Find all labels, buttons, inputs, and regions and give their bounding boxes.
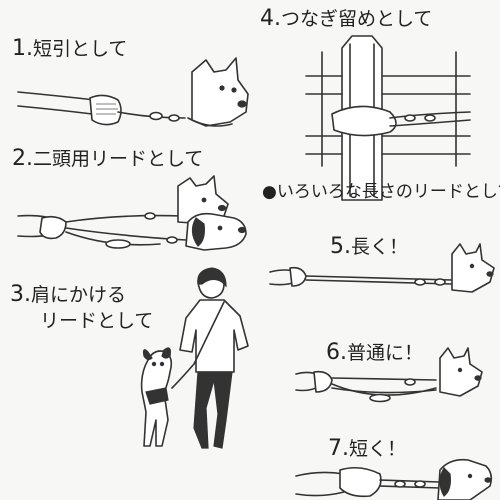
long-lead-illustration xyxy=(269,243,495,293)
section-2-text: 二頭用リードとして xyxy=(33,148,204,170)
section-5-heading: 5.長く！ xyxy=(330,236,408,258)
section-7-heading: 7.短く！ xyxy=(328,438,406,460)
section-6-heading: 6.普通に！ xyxy=(326,342,423,364)
section-5-text: 長く！ xyxy=(351,236,409,258)
section-3-number: 3. xyxy=(10,282,31,307)
section-4-heading: 4.つなぎ留めとして xyxy=(260,8,432,30)
section-6-text: 普通に！ xyxy=(347,342,424,364)
section-variable-text: いろいろな長さのリードとして xyxy=(276,182,500,202)
section-7-text: 短く！ xyxy=(349,438,407,460)
normal-lead-illustration xyxy=(295,347,483,403)
shoulder-lead-illustration xyxy=(140,267,249,449)
section-3-text: 肩にかける xyxy=(31,284,127,306)
fence-post-illustration xyxy=(305,35,471,201)
section-2-number: 2. xyxy=(12,146,33,171)
two-dog-lead-illustration xyxy=(17,175,247,251)
section-1-heading: 1.短引として xyxy=(12,38,127,60)
short-lead-illustration xyxy=(17,57,249,127)
bullet-icon: ● xyxy=(262,182,277,202)
section-1-number: 1. xyxy=(12,36,33,61)
section-3-heading: 3.肩にかける xyxy=(10,284,126,306)
section-5-number: 5. xyxy=(330,234,351,259)
section-6-number: 6. xyxy=(326,340,347,365)
section-variable-heading: ●いろいろな長さのリードとして xyxy=(262,184,500,201)
section-2-heading: 2.二頭用リードとして xyxy=(12,148,203,170)
section-4-text: つなぎ留めとして xyxy=(281,8,433,30)
short-loop-lead-illustration xyxy=(295,458,493,500)
section-3-text-line2: リードとして xyxy=(40,310,154,332)
section-7-number: 7. xyxy=(328,436,349,461)
section-4-number: 4. xyxy=(260,6,281,31)
section-1-text: 短引として xyxy=(33,38,128,60)
